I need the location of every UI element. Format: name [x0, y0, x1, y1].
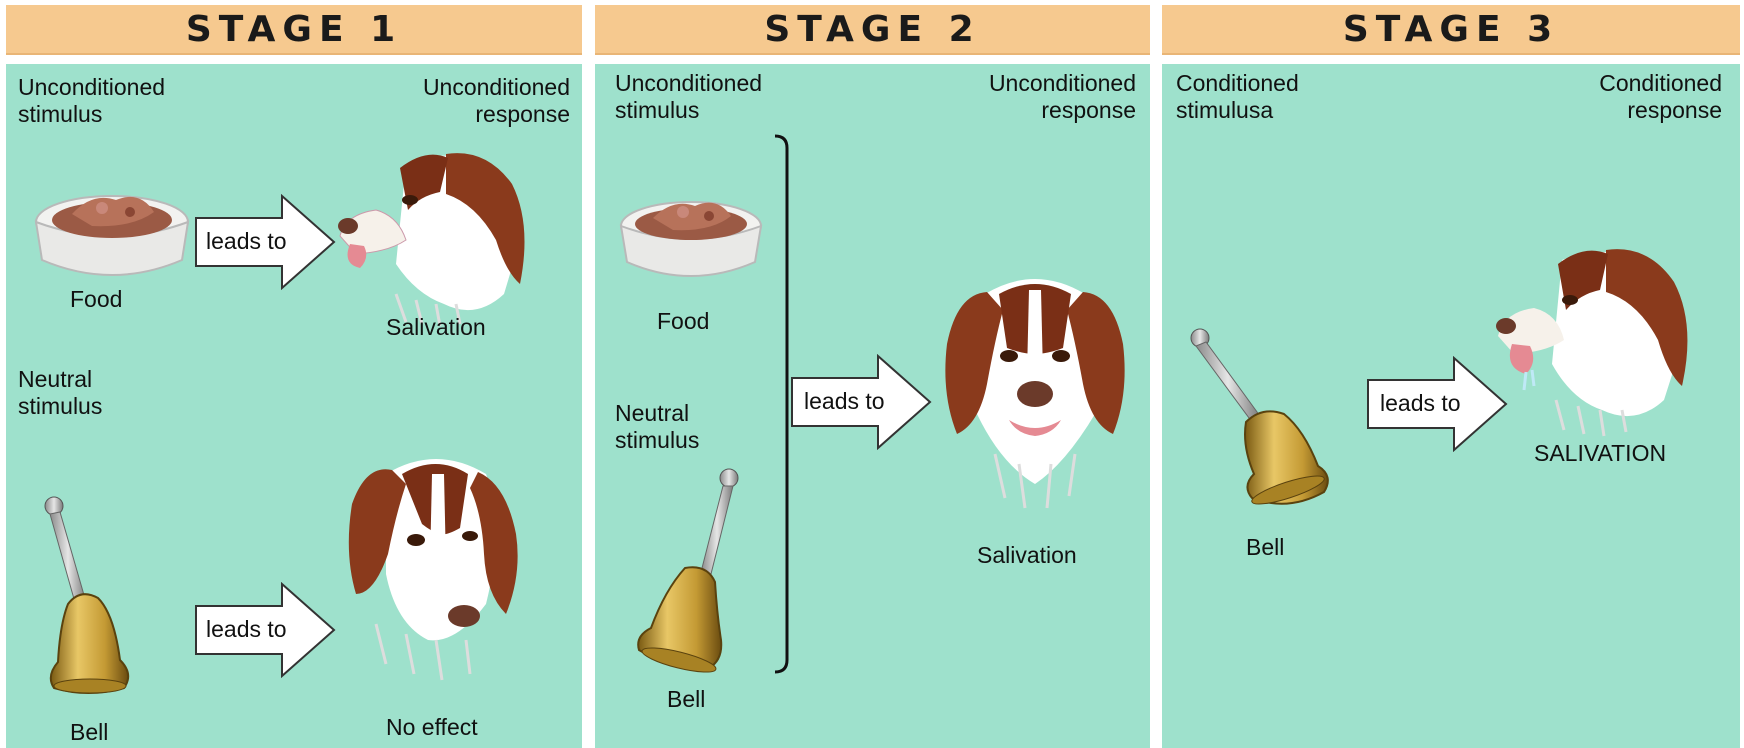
stage-1-leads-to-arrow-bottom: leads to: [194, 582, 336, 678]
salivating-dog-icon: [336, 144, 536, 324]
salivating-dog-icon: [1492, 240, 1702, 440]
stage-1-arrow-top-label: leads to: [206, 228, 287, 255]
bell-icon: [1188, 326, 1338, 506]
stage-2-banner: STAGE 2: [595, 5, 1150, 55]
stage-1-food-label: Food: [70, 286, 122, 313]
food-bowl-icon: [32, 182, 192, 292]
dog-no-effect-icon: [336, 444, 536, 684]
stage-1-bell-label: Bell: [70, 719, 108, 746]
stage-3: STAGE 3 Conditioned stimulusa Conditione…: [1158, 0, 1744, 748]
stage-2-leads-to-arrow: leads to: [790, 354, 932, 450]
stage-2-food-label: Food: [657, 308, 709, 335]
stage-3-banner: STAGE 3: [1162, 5, 1740, 55]
stage-3-leads-to-arrow: leads to: [1366, 356, 1508, 452]
stage-2-unconditioned-stimulus-label: Unconditioned stimulus: [615, 70, 762, 124]
stage-2-arrow-label: leads to: [804, 388, 885, 415]
stage-1-salivation-label: Salivation: [386, 314, 486, 341]
stage-1: STAGE 1 Unconditioned stimulus Unconditi…: [0, 0, 583, 748]
stage-2-unconditioned-response-label: Unconditioned response: [989, 70, 1136, 124]
stage-1-arrow-bottom-label: leads to: [206, 616, 287, 643]
salivating-dog-front-icon: [935, 264, 1135, 514]
stage-3-salivation-label: SALIVATION: [1534, 440, 1666, 467]
stage-1-leads-to-arrow-top: leads to: [194, 194, 336, 290]
stage-1-banner: STAGE 1: [6, 5, 582, 55]
stage-1-panel: Unconditioned stimulus Unconditioned res…: [6, 64, 582, 748]
stage-3-panel: Conditioned stimulusa Conditioned respon…: [1162, 64, 1740, 748]
stage-3-title: STAGE 3: [1343, 9, 1559, 50]
stage-3-conditioned-response-label: Conditioned response: [1599, 70, 1722, 124]
stage-1-no-effect-label: No effect: [386, 714, 478, 741]
stage-2-salivation-label: Salivation: [977, 542, 1077, 569]
stage-1-unconditioned-stimulus-label: Unconditioned stimulus: [18, 74, 165, 128]
stage-1-title: STAGE 1: [186, 9, 402, 50]
stage-3-conditioned-stimulus-label: Conditioned stimulusa: [1176, 70, 1299, 124]
stage-2-bell-label: Bell: [667, 686, 705, 713]
stage-2-neutral-stimulus-label: Neutral stimulus: [615, 400, 699, 454]
food-bowl-icon: [617, 188, 767, 298]
stage-3-arrow-label: leads to: [1380, 390, 1461, 417]
bell-icon: [38, 492, 158, 692]
stage-2-title: STAGE 2: [764, 9, 980, 50]
stage-3-bell-label: Bell: [1246, 534, 1284, 561]
stage-1-neutral-stimulus-label: Neutral stimulus: [18, 366, 102, 420]
stage-1-unconditioned-response-label: Unconditioned response: [423, 74, 570, 128]
stage-2-panel: Unconditioned stimulus Unconditioned res…: [595, 64, 1150, 748]
bell-icon: [625, 464, 745, 674]
stage-2: STAGE 2 Unconditioned stimulus Unconditi…: [590, 0, 1155, 748]
